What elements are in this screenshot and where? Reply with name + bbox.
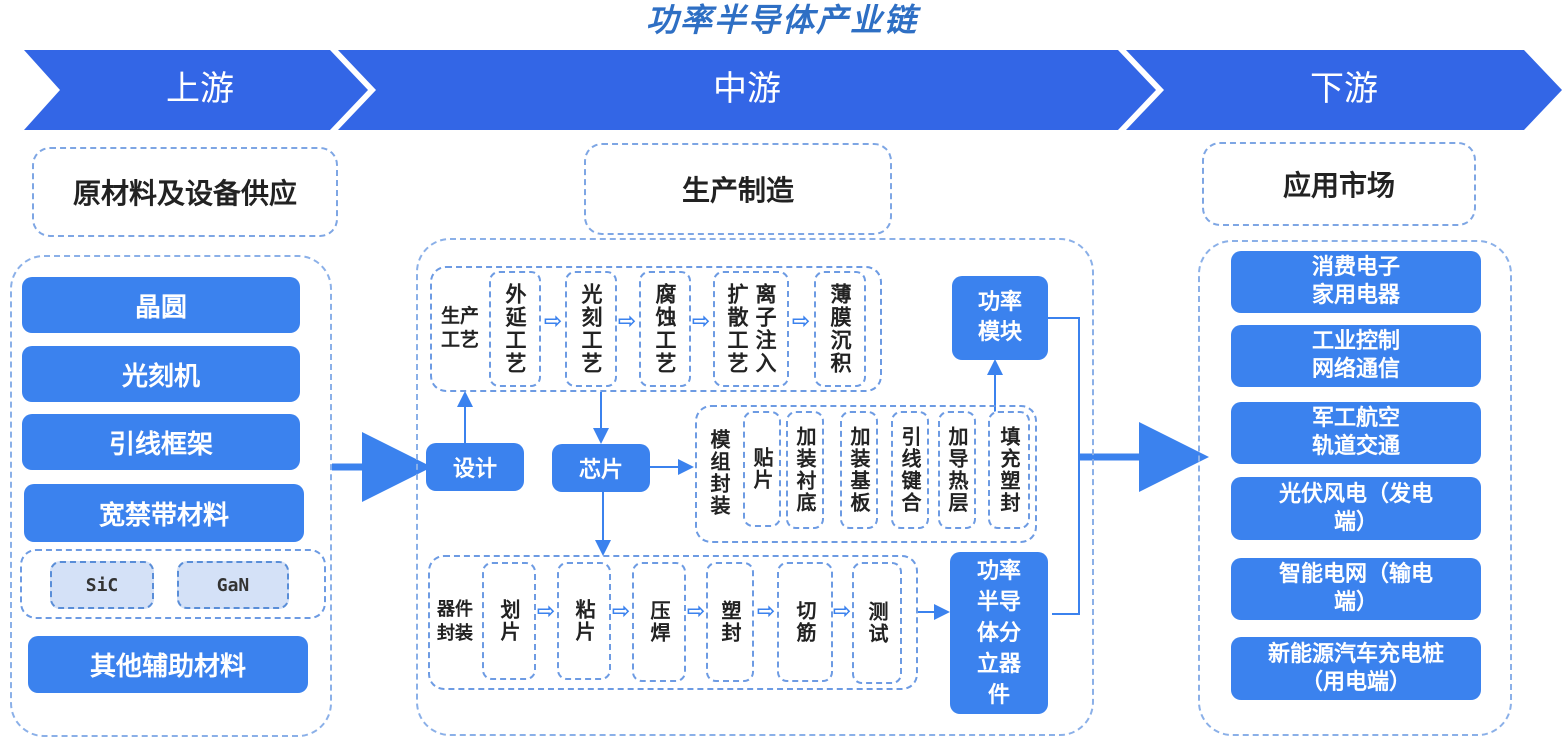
design-box: 设计 <box>426 443 524 491</box>
upstream-group <box>10 255 332 737</box>
module-step-thermal-layer: 加导热层 <box>938 411 976 529</box>
wide-bandgap-group <box>20 549 326 619</box>
device-packaging-group <box>428 555 918 690</box>
process-label: 生产工艺 <box>434 296 486 360</box>
chip-box: 芯片 <box>552 444 650 492</box>
power-module-box: 功率模块 <box>952 276 1048 360</box>
device-step-wire-bonding: 压焊 <box>632 562 686 682</box>
module-step-molding: 填充塑封 <box>988 411 1030 529</box>
module-step-wire-bonding: 引线键合 <box>891 411 929 529</box>
arrow-icon: ⇨ <box>617 308 637 334</box>
upstream-item-lithography: 光刻机 <box>22 346 300 402</box>
process-step-etching: 腐蚀工艺 <box>639 271 691 387</box>
discrete-device-text: 功率半导体分立器件 <box>976 558 1021 708</box>
arrow-icon: ⇨ <box>756 598 776 624</box>
market-smart-grid: 智能电网（输电 端） <box>1231 558 1481 620</box>
module-step-die-attach: 贴片 <box>743 411 781 527</box>
upstream-item-wafer: 晶圆 <box>22 277 300 333</box>
chip-gan: GaN <box>177 561 289 609</box>
device-step-trim-form: 切筋 <box>777 562 833 682</box>
chevron-midstream <box>338 50 1156 130</box>
process-group <box>430 266 882 392</box>
module-step-baseplate: 加装基板 <box>840 411 878 529</box>
arrow-icon: ⇨ <box>686 598 706 624</box>
device-packaging-label: 器件封装 <box>430 592 480 652</box>
upstream-item-auxiliary: 其他辅助材料 <box>28 636 308 693</box>
process-step-lithography: 光刻工艺 <box>565 271 617 387</box>
process-step-epitaxy: 外延工艺 <box>489 271 541 387</box>
market-military-rail: 军工航空 轨道交通 <box>1231 402 1481 464</box>
downstream-group <box>1198 240 1512 736</box>
module-packaging-group <box>695 405 1037 543</box>
device-step-die-bonding: 粘片 <box>557 562 611 680</box>
upstream-item-wide-bandgap: 宽禁带材料 <box>24 484 304 542</box>
arrow-icon: ⇨ <box>691 308 711 334</box>
stage-downstream-label: 下游 <box>1310 69 1378 109</box>
arrow-icon: ⇨ <box>611 598 631 624</box>
chip-sic: SiC <box>50 561 154 609</box>
bracket-line <box>1030 317 1080 615</box>
market-ev-charging: 新能源汽车充电桩 （用电端） <box>1231 637 1481 700</box>
process-label-text: 生产工艺 <box>440 305 479 351</box>
arrow-icon: ⇨ <box>536 598 556 624</box>
stage-chevrons <box>24 50 1562 130</box>
discrete-device-box: 功率半导体分立器件 <box>950 552 1048 714</box>
module-packaging-label: 模组封装 <box>700 412 738 534</box>
upstream-header: 原材料及设备供应 <box>32 147 338 237</box>
market-consumer: 消费电子 家用电器 <box>1231 251 1481 313</box>
stage-midstream-label: 中游 <box>713 69 781 109</box>
diffusion-text: 扩散工艺 <box>725 283 749 375</box>
implant-text: 离子注入 <box>753 283 777 375</box>
diagram-title: 功率半导体产业链 <box>645 1 918 39</box>
market-industrial: 工业控制 网络通信 <box>1231 325 1481 387</box>
module-step-substrate: 加装衬底 <box>786 411 824 529</box>
device-packaging-label-text: 器件封装 <box>437 599 473 644</box>
arrow-icon: ⇨ <box>543 308 563 334</box>
stage-upstream-label: 上游 <box>166 69 234 109</box>
chevron-downstream <box>1126 50 1562 130</box>
process-step-diffusion-implant: 扩散工艺 离子注入 <box>713 271 789 387</box>
device-step-testing: 测试 <box>852 562 902 684</box>
midstream-header: 生产制造 <box>584 143 892 235</box>
power-module-text: 功率模块 <box>977 290 1022 345</box>
upstream-item-lead-frame: 引线框架 <box>22 414 300 470</box>
chevron-upstream <box>24 50 368 130</box>
process-step-thin-film: 薄膜沉积 <box>814 271 866 387</box>
downstream-header: 应用市场 <box>1202 142 1476 226</box>
market-pv-wind: 光伏风电（发电 端） <box>1231 477 1481 540</box>
arrow-icon: ⇨ <box>832 598 852 624</box>
arrow-icon: ⇨ <box>791 308 811 334</box>
midstream-group <box>416 238 1094 736</box>
device-step-molding: 塑封 <box>706 562 754 682</box>
stage-banner: 上游 中游 下游 <box>0 44 1564 134</box>
device-step-dicing: 划片 <box>482 562 536 680</box>
